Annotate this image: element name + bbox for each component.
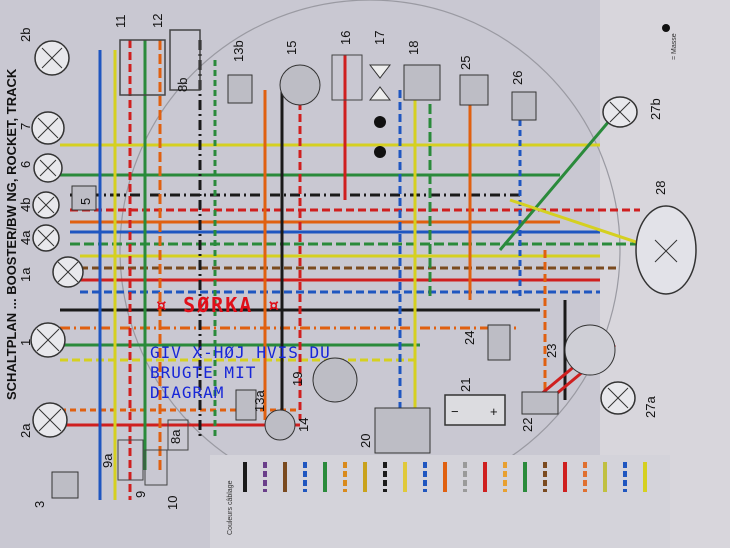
part-24 <box>487 324 511 361</box>
label-13b: 13b <box>231 40 246 62</box>
battery-plus: + <box>490 404 498 419</box>
part-17-diode <box>368 64 392 79</box>
label-1a: 1a <box>18 267 33 282</box>
part-13a <box>235 389 257 421</box>
label-4a: 4a <box>18 230 33 245</box>
battery-minus: − <box>451 404 459 419</box>
part-9a <box>117 439 144 481</box>
part-20 <box>374 407 431 454</box>
label-25: 25 <box>458 56 473 70</box>
wire-yellow-diag <box>509 198 661 252</box>
label-7: 7 <box>18 123 33 130</box>
label-10: 10 <box>165 496 180 510</box>
part-3-box <box>51 471 79 499</box>
part-16 <box>331 54 363 101</box>
label-3: 3 <box>32 501 47 508</box>
label-22: 22 <box>520 418 535 432</box>
label-17: 17 <box>372 31 387 45</box>
label-24: 24 <box>462 331 477 345</box>
part-23 <box>564 324 616 376</box>
masse-label: = Masse <box>671 33 678 60</box>
label-16: 16 <box>338 31 353 45</box>
part-22 <box>521 391 559 415</box>
part-13b <box>227 74 253 104</box>
overlay-line-3: DIAGRAM <box>150 383 224 402</box>
label-15: 15 <box>284 41 299 55</box>
part-26 <box>511 91 537 121</box>
lamp-2b <box>34 40 70 76</box>
label-9: 9 <box>133 491 148 498</box>
label-21: 21 <box>458 378 473 392</box>
color-legend: Couleurs câblage = Masse <box>210 24 678 548</box>
legend-swatches <box>243 462 647 492</box>
legend-header: Couleurs câblage <box>227 480 234 535</box>
lamp-2a <box>32 402 68 438</box>
part-18 <box>403 64 441 101</box>
component-labels: 2b 7 6 4b 4a 1a 1 2a 3 5 11 12 8b 13b 15… <box>18 14 668 510</box>
label-5: 5 <box>78 198 93 205</box>
headlamp-28 <box>635 205 697 295</box>
label-28: 28 <box>653 181 668 195</box>
lamp-4a <box>32 224 60 252</box>
part-15 <box>279 64 321 106</box>
diagram-title: SCHALTPLAN ... BOOSTER/BW NG, ROCKET, TR… <box>4 68 19 400</box>
part-9 <box>144 449 168 486</box>
part-11-switch <box>119 39 166 96</box>
label-11: 11 <box>113 15 128 29</box>
lamp-27b <box>602 96 638 128</box>
part-14 <box>264 409 296 441</box>
label-8a: 8a <box>168 429 183 444</box>
wire-harness <box>60 40 661 500</box>
lamp-1 <box>30 322 66 358</box>
label-19: 19 <box>290 372 305 386</box>
lamp-6 <box>33 153 63 183</box>
part-19 <box>312 357 358 403</box>
part-5-box <box>71 185 97 211</box>
overlay-line-1: GIV X-HØJ HVIS DU <box>150 343 331 362</box>
part-17-diode-b <box>368 86 392 101</box>
author-signature: ¤ SØRKA ¤ <box>155 293 281 317</box>
part-25 <box>459 74 489 106</box>
label-27a: 27a <box>643 396 658 418</box>
battery-21 <box>444 394 506 426</box>
label-6: 6 <box>18 161 33 168</box>
label-23: 23 <box>544 344 559 358</box>
label-1: 1 <box>18 339 33 346</box>
part-12-switch <box>169 29 201 91</box>
label-20: 20 <box>358 434 373 448</box>
label-2b: 2b <box>18 28 33 42</box>
ground-2 <box>374 146 386 158</box>
label-14: 14 <box>296 418 311 432</box>
lamp-7 <box>31 111 65 145</box>
legend-background <box>210 455 670 548</box>
label-8b: 8b <box>175 78 190 92</box>
label-12: 12 <box>150 14 165 28</box>
label-2a: 2a <box>18 423 33 438</box>
components: − + <box>30 29 697 499</box>
label-13a: 13a <box>252 390 267 412</box>
lamp-27a <box>600 381 636 415</box>
author-overlay: ¤ SØRKA ¤ GIV X-HØJ HVIS DU BRUGTE MIT D… <box>150 293 331 402</box>
label-4b: 4b <box>18 198 33 212</box>
label-26: 26 <box>510 71 525 85</box>
label-9a: 9a <box>100 453 115 468</box>
part-8a <box>167 419 189 451</box>
overlay-line-2: BRUGTE MIT <box>150 363 256 382</box>
label-18: 18 <box>406 41 421 55</box>
lamp-1a <box>52 256 84 288</box>
masse-symbol <box>662 24 670 32</box>
wire-green-diag <box>498 119 612 251</box>
ground-1 <box>374 116 386 128</box>
label-27b: 27b <box>648 98 663 120</box>
lamp-4b <box>32 191 60 219</box>
